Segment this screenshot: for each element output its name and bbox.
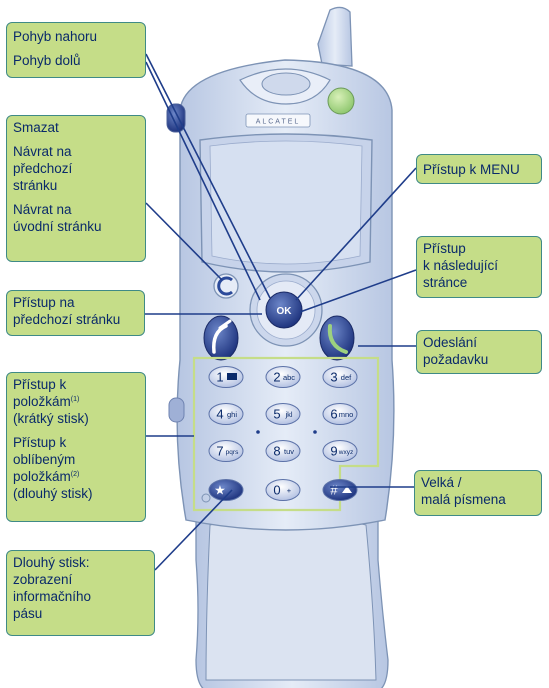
case-text-2: malá písmena bbox=[421, 492, 506, 507]
key-digit: 2 bbox=[273, 370, 280, 385]
key-10[interactable]: ★ bbox=[208, 479, 244, 501]
prev-page-text-1: Přístup na bbox=[13, 295, 75, 310]
hang-up-icon bbox=[203, 315, 239, 361]
send-text-1: Odeslání bbox=[423, 335, 478, 350]
brand-label: ALCATEL bbox=[256, 119, 301, 126]
key-digit: 8 bbox=[273, 444, 280, 459]
back-text-1: Návrat na bbox=[13, 144, 72, 159]
indicator-light bbox=[327, 87, 355, 115]
key-letters: jkl bbox=[284, 410, 292, 419]
callout-items: Přístup k položkám(1) (krátký stisk) Pří… bbox=[6, 372, 146, 522]
next-page-text-2: k následující bbox=[423, 258, 499, 273]
key-letters: def bbox=[341, 373, 352, 382]
items-text-3: (krátký stisk) bbox=[13, 411, 89, 426]
delete-text: Smazat bbox=[13, 120, 59, 135]
scroll-down-text: Pohyb dolů bbox=[13, 53, 81, 68]
connector-lines bbox=[145, 53, 417, 571]
shift-arrow-icon bbox=[342, 486, 352, 493]
key-letters: pqrs bbox=[226, 449, 239, 456]
key-digit: ★ bbox=[214, 483, 226, 498]
key-letters: abc bbox=[283, 373, 295, 382]
callout-next-page: Přístup k následující stránce bbox=[416, 236, 542, 298]
key-letters: ghi bbox=[227, 410, 237, 419]
key-digit: # bbox=[330, 483, 338, 498]
key-3[interactable]: 3 def bbox=[322, 366, 358, 388]
info-text-1: Dlouhý stisk: bbox=[13, 555, 90, 570]
footnote-1: (1) bbox=[70, 396, 80, 403]
items-text-4: Přístup k bbox=[13, 435, 67, 450]
home-text-1: Návrat na bbox=[13, 202, 72, 217]
key-digit: 3 bbox=[330, 370, 337, 385]
key-digit: 9 bbox=[330, 444, 337, 459]
key-letters: tuv bbox=[284, 447, 294, 456]
side-button-top bbox=[166, 103, 186, 133]
key-11[interactable]: 0+ bbox=[265, 479, 301, 501]
key-letters: mno bbox=[339, 410, 354, 419]
callout-clear: Smazat Návrat na předchozí stránku Návra… bbox=[6, 115, 146, 262]
scroll-up-text: Pohyb nahoru bbox=[13, 29, 98, 44]
key-letters: wxyz bbox=[338, 449, 353, 456]
phone-handset-icon bbox=[319, 315, 355, 361]
key-digit: 5 bbox=[273, 407, 280, 422]
callout-send: Odeslání požadavku bbox=[416, 330, 542, 374]
side-button-mid bbox=[168, 397, 185, 423]
callout-prev-page: Přístup na předchozí stránku bbox=[6, 290, 145, 336]
key-letters: + bbox=[287, 486, 292, 495]
key-digit: 7 bbox=[216, 444, 223, 459]
key-4[interactable]: 4 ghi bbox=[208, 403, 244, 425]
items-text-7: (dlouhý stisk) bbox=[13, 486, 93, 501]
key-5[interactable]: 5 jkl bbox=[265, 403, 301, 425]
callout-scroll: Pohyb nahoru Pohyb dolů bbox=[6, 22, 146, 78]
antenna bbox=[317, 6, 353, 67]
key-digit: 4 bbox=[216, 407, 223, 422]
case-text-1: Velká / bbox=[421, 475, 462, 490]
items-text-2: položkám bbox=[13, 394, 71, 409]
clear-button-icon bbox=[213, 273, 239, 299]
key-1[interactable]: 1 bbox=[208, 366, 244, 388]
info-text-3: informačního bbox=[13, 589, 92, 604]
footnote-2: (2) bbox=[70, 471, 80, 478]
key-8[interactable]: 8 tuv bbox=[265, 440, 301, 462]
items-text-5: oblíbeným bbox=[13, 452, 76, 467]
keypad-highlight bbox=[192, 356, 380, 512]
key-digit: 0 bbox=[273, 483, 280, 498]
info-text-2: zobrazení bbox=[13, 572, 73, 587]
callout-info: Dlouhý stisk: zobrazení informačního pás… bbox=[6, 550, 155, 636]
prev-page-text-2: předchozí stránku bbox=[13, 312, 121, 327]
callout-menu: Přístup k MENU bbox=[416, 154, 542, 184]
back-text-3: stránku bbox=[13, 178, 58, 193]
menu-text: Přístup k MENU bbox=[423, 162, 520, 177]
back-text-2: předchozí bbox=[13, 161, 73, 176]
key-digit: 6 bbox=[330, 407, 337, 422]
key-12[interactable]: # bbox=[322, 479, 358, 501]
envelope-icon bbox=[227, 373, 237, 380]
home-text-2: úvodní stránku bbox=[13, 219, 102, 234]
info-text-4: pásu bbox=[13, 606, 43, 621]
next-page-text-3: stránce bbox=[423, 275, 468, 290]
ok-button-icon: OK bbox=[265, 291, 303, 329]
callout-case: Velká / malá písmena bbox=[414, 470, 542, 516]
key-digit: 1 bbox=[216, 370, 223, 385]
items-text-6: položkám bbox=[13, 469, 71, 484]
svg-text:OK: OK bbox=[277, 306, 293, 317]
send-text-2: požadavku bbox=[423, 352, 489, 367]
next-page-text-1: Přístup bbox=[423, 241, 466, 256]
items-text-1: Přístup k bbox=[13, 377, 67, 392]
